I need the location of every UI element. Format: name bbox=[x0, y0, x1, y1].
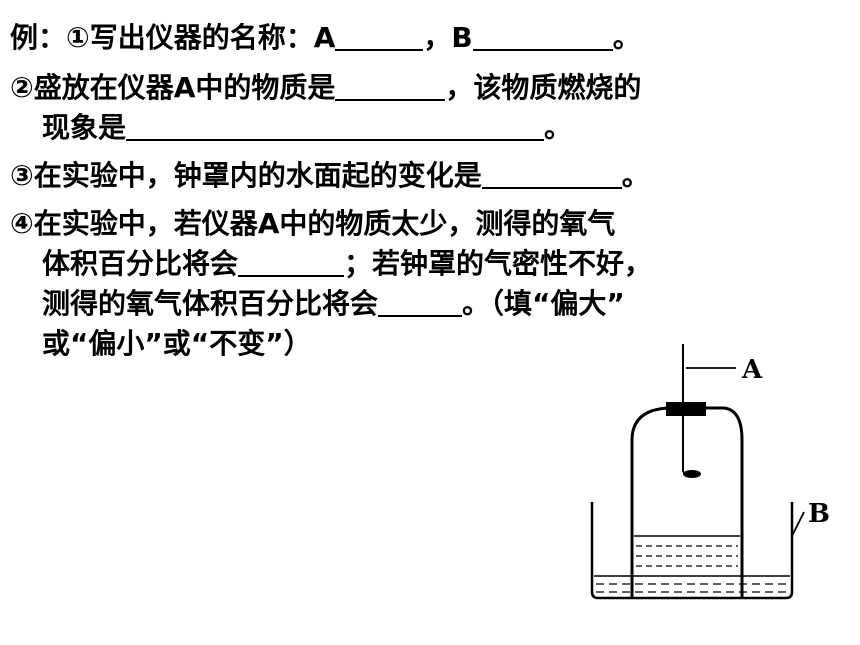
blank-b-name[interactable] bbox=[472, 19, 613, 51]
blank-substance[interactable] bbox=[335, 69, 446, 101]
label-b-1: B bbox=[451, 21, 473, 54]
spoon-neck bbox=[682, 471, 687, 475]
blank-result-2[interactable] bbox=[378, 285, 463, 317]
line-1-end: 。 bbox=[612, 21, 641, 54]
bell-jar bbox=[630, 406, 744, 598]
label-a-3: A bbox=[257, 207, 280, 240]
line-2-text3: ，该物质燃烧的 bbox=[445, 71, 642, 104]
line-6: 体积百分比将会 ；若钟罩的气密性不好， bbox=[42, 244, 652, 284]
rubber-stopper bbox=[666, 402, 706, 416]
line-7-text1: 测得的氧气体积百分比将会 bbox=[42, 287, 379, 320]
leader-line-b bbox=[791, 511, 805, 537]
figure-label-b: B bbox=[808, 499, 830, 529]
line-6-text1: 体积百分比将会 bbox=[42, 247, 239, 280]
line-8-text1: 或“偏小”或“不变”） bbox=[42, 327, 312, 360]
line-6-text2: ；若钟罩的气密性不好， bbox=[344, 247, 653, 280]
line-1-sep: ， bbox=[423, 21, 452, 54]
water-trough bbox=[590, 502, 794, 600]
blank-result-1[interactable] bbox=[238, 245, 345, 277]
apparatus-diagram: A B bbox=[590, 344, 830, 600]
label-a-1: A bbox=[313, 21, 336, 54]
line-5: ④在实验中，若仪器A中的物质太少，测得的氧气 bbox=[10, 204, 615, 244]
figure-label-a: A bbox=[741, 355, 763, 385]
combustion-spoon-bowl bbox=[683, 470, 701, 478]
line-1-prefix: 例：①写出仪器的名称： bbox=[10, 21, 314, 54]
line-8: 或“偏小”或“不变”） bbox=[42, 324, 312, 364]
label-a-2: A bbox=[173, 71, 196, 104]
line-7: 测得的氧气体积百分比将会 。（填“偏大” bbox=[42, 284, 625, 324]
line-3-text1: 现象是 bbox=[42, 111, 127, 144]
line-2-text2: 中的物质是 bbox=[195, 71, 336, 104]
line-3-end: 。 bbox=[544, 111, 573, 144]
line-2-text1: ②盛放在仪器 bbox=[10, 71, 174, 104]
line-4-end: 。 bbox=[621, 159, 650, 192]
blank-water-change[interactable] bbox=[481, 157, 622, 189]
line-3: 现象是 。 bbox=[42, 108, 572, 148]
line-2: ②盛放在仪器A中的物质是 ，该物质燃烧的 bbox=[10, 68, 641, 108]
line-5-text1: ④在实验中，若仪器 bbox=[10, 207, 258, 240]
line-4: ③在实验中，钟罩内的水面起的变化是 。 bbox=[10, 156, 650, 196]
line-1: 例：①写出仪器的名称：A ，B 。 bbox=[10, 18, 641, 58]
line-5-text2: 中的物质太少，测得的氧气 bbox=[279, 207, 616, 240]
blank-phenomenon[interactable] bbox=[126, 109, 545, 141]
line-4-text1: ③在实验中，钟罩内的水面起的变化是 bbox=[10, 159, 482, 192]
blank-a-name[interactable] bbox=[335, 19, 424, 51]
line-7-text2: 。（填“偏大” bbox=[462, 287, 625, 320]
